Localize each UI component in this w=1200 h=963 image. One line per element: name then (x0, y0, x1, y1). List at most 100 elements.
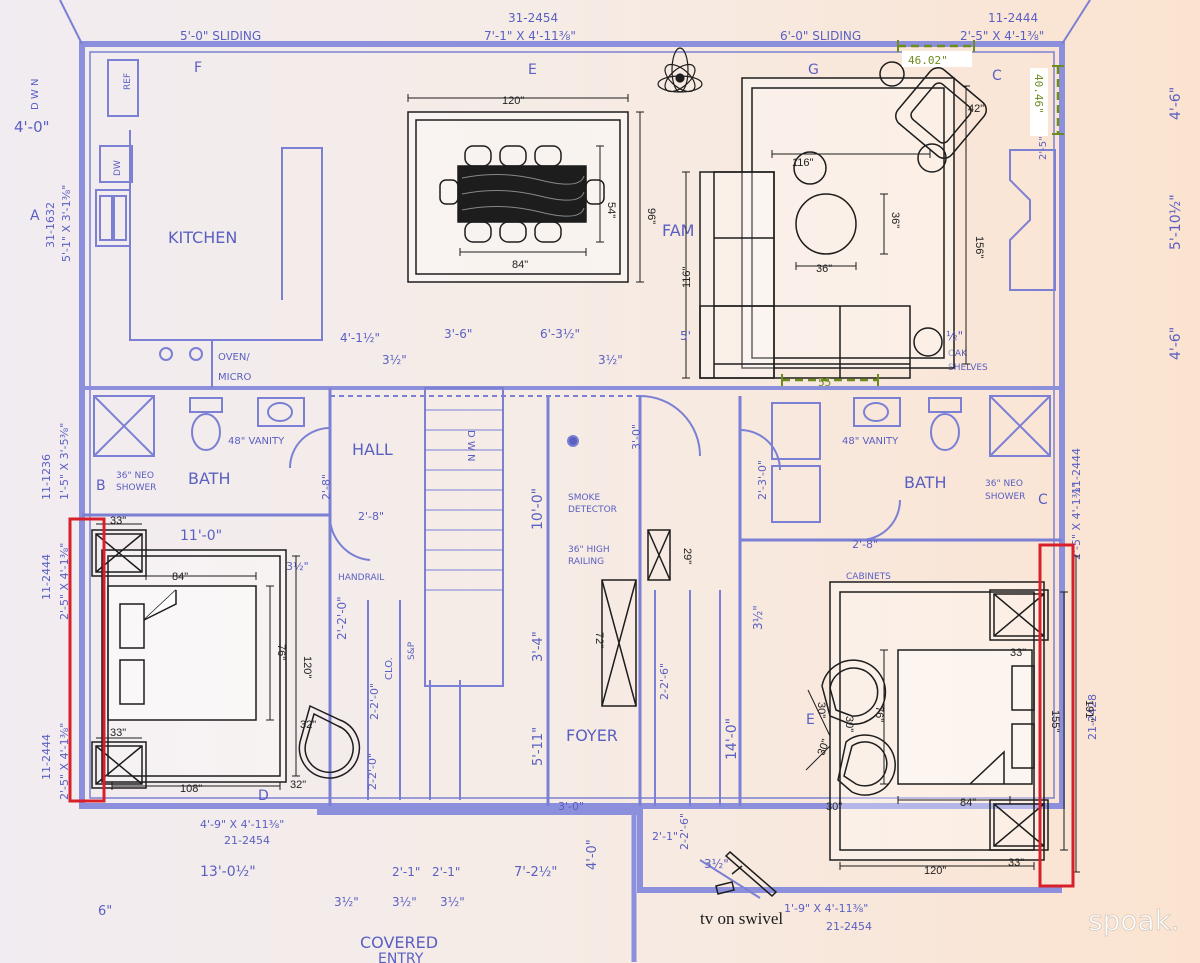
left-dim-5: 5'-1" X 3'-1⅜" (60, 185, 73, 262)
note-neo-right-1: 36" NEO (985, 479, 1023, 489)
furniture-dims: 120" 84" 54" 96" 116" 156" 116" 36" 36" … (110, 95, 1095, 928)
left-dim-10: 11-2444 (40, 734, 53, 780)
tv-note: tv on swivel (700, 909, 783, 928)
room-bath-left: BATH (188, 469, 230, 488)
left-accent-chair[interactable] (298, 704, 361, 779)
right-accent-chair-top[interactable] (821, 659, 887, 725)
note-railing-1: 36" HIGH (568, 545, 610, 555)
note-dwn-stair: D W N (465, 430, 476, 461)
note-smoke-2: DETECTOR (568, 505, 617, 515)
right-bed[interactable] (897, 649, 1035, 785)
top-dim-3: 6'-0" SLIDING (780, 29, 861, 43)
highlight-right-wall (1038, 543, 1075, 888)
hall-cabinet[interactable] (647, 529, 671, 581)
dim-rug-height: 96" (645, 208, 657, 224)
dim-right-nightstand-top: 33" (1010, 647, 1026, 659)
dim-chair-30a: 30" (815, 702, 827, 718)
inner-dim-27: 3½" (704, 857, 729, 871)
left-dim-2: 4'-0" (14, 118, 50, 136)
bottom-dim-10: 1'-9" X 4'-11⅜" (784, 902, 868, 915)
armchair-top-right[interactable] (879, 61, 990, 162)
dim-right-rug-outer: 191" (1083, 700, 1095, 722)
left-dim-6: 11-1236 (40, 454, 53, 500)
family-rug[interactable] (741, 77, 955, 369)
left-nightstand-top[interactable] (91, 529, 147, 577)
inner-dim-5: 2'-8" (320, 474, 333, 500)
inner-dim-20: 2-2'-6" (658, 663, 671, 700)
inner-dim-22: CLO. (384, 657, 395, 680)
inner-dim-26: 4'-0" (585, 839, 600, 870)
plant-icon (657, 47, 703, 93)
dim-chair-width: 42" (968, 103, 984, 115)
inner-dim-4: 3½" (598, 353, 623, 367)
left-dim-1: REF (123, 73, 133, 90)
left-dim-9: 2'-5" X 4'-1⅜" (58, 543, 71, 620)
dining-table[interactable] (439, 145, 605, 243)
dim-sectional-height: 116" (681, 266, 693, 288)
console-table[interactable] (601, 579, 637, 707)
top-dim-5: 11-2444 (988, 11, 1038, 25)
dim-left-bed-height: 76" (275, 644, 287, 660)
inner-dim-1: 3'-6" (444, 327, 472, 341)
blueprint-walls (59, 0, 1091, 962)
dim-coffee-width: 36" (816, 263, 832, 275)
dim-right-nightstand-bottom: 33" (1008, 857, 1024, 869)
note-smoke-1: SMOKE (568, 493, 600, 503)
bottom-dim-6: 3½" (334, 895, 359, 909)
grid-letter-f: F (194, 60, 202, 76)
blueprint-labels: 5'-0" SLIDING 31-2454 7'-1" X 4'-11⅜" 6'… (14, 11, 1184, 963)
note-vanity-right: 48" VANITY (842, 436, 899, 447)
dim-left-nightstand-bottom: 33" (110, 727, 126, 739)
top-dim-4: 2'-5" X 4'-1⅜" (960, 29, 1044, 43)
note-neo-right-2: SHOWER (985, 492, 1025, 502)
inner-dim-25: 2'-1" (652, 830, 678, 843)
left-dim-0: D W N (30, 79, 41, 110)
inner-dim-3: 3½" (382, 353, 407, 367)
inner-dim-16: 3½" (751, 605, 765, 630)
right-dim-5: 11-2444 (1070, 448, 1083, 494)
inner-dim-21: 2-2'-6" (678, 813, 691, 850)
inner-dim-15: 14'-0" (724, 718, 740, 760)
note-handrail: HANDRAIL (338, 573, 384, 583)
tv-on-swivel[interactable] (715, 850, 778, 898)
bottom-dim-8: 3½" (440, 895, 465, 909)
inner-dim-18: 2-2'-0" (368, 683, 381, 720)
left-dim-4: 31-1632 (44, 202, 57, 248)
side-table[interactable] (793, 151, 827, 185)
right-nightstand-top[interactable] (989, 589, 1049, 641)
inner-dim-10: 3'-0" (630, 424, 643, 450)
furniture-layer (91, 47, 1080, 898)
bottom-dim-1: 21-2454 (224, 834, 270, 847)
dim-left-rug-height: 120" (301, 656, 313, 678)
highlight-left-wall (68, 517, 106, 803)
grid-letter-c-right: C (1038, 492, 1048, 508)
sectional-sofa[interactable] (699, 171, 911, 379)
right-nightstand-bottom[interactable] (989, 799, 1049, 851)
inner-dim-7: 11'-0" (180, 528, 222, 544)
dim-left-nightstand-top: 33" (110, 515, 126, 527)
dim-left-rug-width: 108" (180, 783, 202, 795)
left-bed[interactable] (107, 585, 257, 721)
inner-dim-9: 10'-0" (530, 488, 546, 530)
inner-dim-17: 2'-2'-0" (335, 596, 349, 640)
top-dim-0: 5'-0" SLIDING (180, 29, 261, 43)
dim-fam-half: ½" (946, 329, 963, 343)
note-oak: OAK (948, 349, 968, 359)
note-railing-2: RAILING (568, 557, 604, 567)
room-bath-right: BATH (904, 473, 946, 492)
coffee-table[interactable] (795, 193, 857, 255)
bottom-dim-9: 6" (98, 904, 112, 919)
inner-dim-11: 2'-3'-0" (756, 460, 769, 500)
bottom-dim-0: 4'-9" X 4'-11⅜" (200, 818, 284, 831)
inner-dim-12: 2'-8" (852, 538, 878, 551)
left-dim-11: 2'-5" X 4'-1⅜" (58, 723, 71, 800)
note-neo-left-2: SHOWER (116, 483, 156, 493)
measure-overlays: 46.02" 40.46" 55 (781, 40, 1064, 389)
left-dim-8: 11-2444 (40, 554, 53, 600)
dim-right-rug-height: 155" (1049, 710, 1061, 732)
grid-letter-e: E (528, 62, 537, 78)
right-accent-chair-bottom[interactable] (837, 734, 896, 796)
grid-letter-d: D (258, 788, 269, 804)
dim-table-width: 84" (512, 259, 528, 271)
